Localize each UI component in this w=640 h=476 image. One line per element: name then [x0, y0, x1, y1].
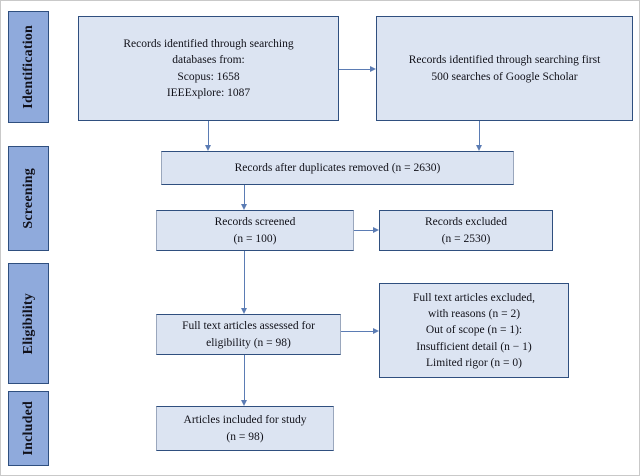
connector-databases-to-duplicates	[208, 121, 209, 145]
box-records-identified-google-scholar-text: Records identified through searching fir…	[408, 54, 601, 83]
arrowhead-fulltext-to-excluded-reasons	[373, 327, 379, 334]
box-articles-included-text: Articles included for study (n = 98)	[183, 414, 307, 443]
box-records-identified-google-scholar: Records identified through searching fir…	[376, 16, 633, 121]
box-full-text-assessed-text: Full text articles assessed for eligibil…	[182, 320, 315, 349]
arrowhead-screened-to-fulltext	[240, 308, 247, 314]
stage-block-included: Included	[8, 391, 49, 466]
arrowhead-databases-to-scholar	[370, 65, 376, 72]
stage-label-screening: Screening	[20, 168, 36, 229]
box-full-text-excluded-reasons-text: Full text articles excluded, with reason…	[413, 291, 535, 369]
arrowhead-duplicates-to-screened	[240, 204, 247, 210]
box-records-screened: Records screened (n = 100)	[156, 210, 354, 251]
stage-block-eligibility: Eligibility	[8, 263, 49, 384]
box-full-text-excluded-reasons: Full text articles excluded, with reason…	[379, 283, 569, 378]
box-full-text-assessed: Full text articles assessed for eligibil…	[156, 314, 341, 355]
stage-block-screening: Screening	[8, 146, 49, 251]
stage-block-identification: Identification	[8, 11, 49, 123]
connector-fulltext-to-excluded-reasons	[341, 331, 373, 332]
box-articles-included: Articles included for study (n = 98)	[156, 406, 334, 451]
box-records-excluded-text: Records excluded (n = 2530)	[424, 216, 508, 245]
box-records-after-duplicates-removed: Records after duplicates removed (n = 26…	[161, 151, 514, 185]
arrowhead-databases-to-duplicates	[204, 145, 211, 151]
connector-scholar-to-duplicates	[479, 121, 480, 145]
connector-screened-to-fulltext	[244, 251, 245, 308]
box-records-screened-text: Records screened (n = 100)	[214, 216, 296, 245]
connector-duplicates-to-screened	[244, 185, 245, 204]
arrowhead-fulltext-to-included	[240, 400, 247, 406]
box-records-after-duplicates-removed-text: Records after duplicates removed (n = 26…	[234, 161, 441, 174]
connector-screened-to-excluded	[354, 230, 373, 231]
box-records-excluded: Records excluded (n = 2530)	[379, 210, 553, 251]
stage-label-identification: Identification	[20, 25, 36, 109]
connector-fulltext-to-included	[244, 355, 245, 400]
connector-databases-to-scholar	[339, 69, 370, 70]
box-records-identified-databases-text: Records identified through searching dat…	[123, 37, 294, 99]
arrowhead-screened-to-excluded	[373, 226, 379, 233]
box-records-identified-databases: Records identified through searching dat…	[78, 16, 339, 121]
stage-label-eligibility: Eligibility	[20, 292, 36, 355]
arrowhead-scholar-to-duplicates	[475, 145, 482, 151]
stage-label-included: Included	[20, 401, 36, 456]
